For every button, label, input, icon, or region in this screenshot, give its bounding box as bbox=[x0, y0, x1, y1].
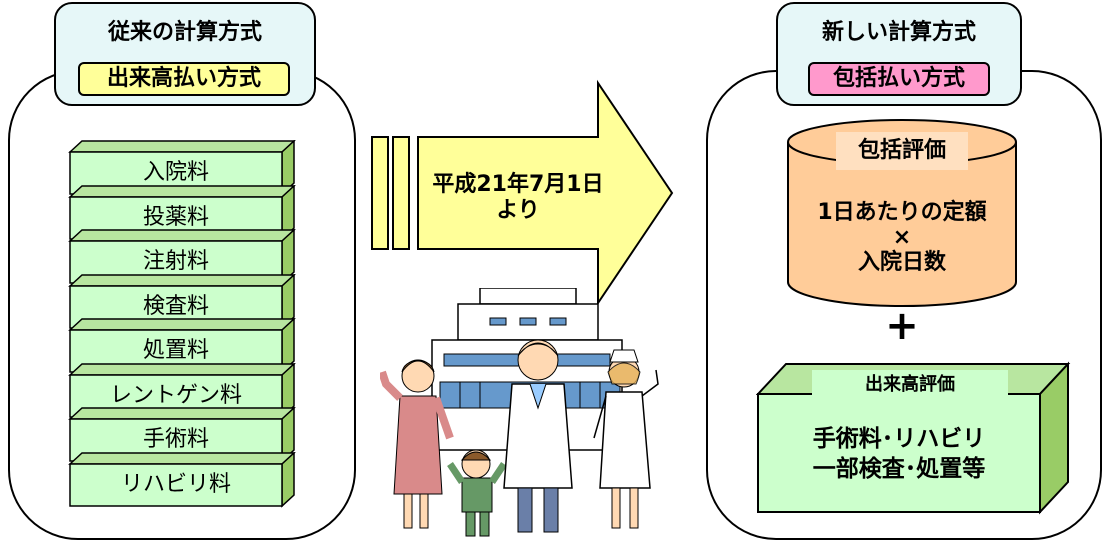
fee-item-label: 処置料 bbox=[142, 338, 209, 363]
cylinder-line2: 入院日数 bbox=[857, 250, 946, 275]
transition-arrow bbox=[371, 79, 674, 307]
right-method-chip: 包括払い方式 bbox=[808, 62, 990, 96]
right-header-tab: 新しい計算方式 包括払い方式 bbox=[776, 2, 1022, 106]
left-title: 従来の計算方式 bbox=[107, 20, 262, 45]
arrow-date-line2: より bbox=[496, 198, 540, 223]
plus-sign: + bbox=[885, 303, 919, 349]
arrow-body bbox=[417, 79, 674, 307]
box-line1: 手術料･リハビリ bbox=[812, 426, 986, 452]
doctor-figure-icon bbox=[503, 339, 573, 533]
box-content: 手術料･リハビリ 一部検査･処置等 bbox=[758, 424, 1040, 484]
box-line2: 一部検査･処置等 bbox=[812, 456, 986, 482]
fee-item-label: レントゲン料 bbox=[109, 382, 242, 408]
fee-items-stack: 入院料投薬料注射料検査料処置料レントゲン料手術料リハビリ料 bbox=[0, 0, 352, 540]
box-label-bg bbox=[812, 370, 1008, 398]
fee-item-label: 投薬料 bbox=[142, 204, 209, 230]
arrow-date: 平成21年7月1日 より bbox=[418, 172, 618, 224]
fee-item-label: リハビリ料 bbox=[120, 471, 231, 497]
hospital-staff-illustration bbox=[380, 288, 659, 537]
fee-item-label: 注射料 bbox=[142, 249, 209, 274]
cylinder-line1: 1日あたりの定額 bbox=[817, 200, 987, 225]
fee-item: リハビリ料 bbox=[0, 451, 352, 508]
cylinder-label-bg bbox=[836, 132, 968, 170]
left-header-tab: 従来の計算方式 出来高払い方式 bbox=[54, 2, 316, 106]
cylinder-content: 1日あたりの定額 × 入院日数 bbox=[782, 198, 1022, 278]
mother-figure-icon bbox=[380, 359, 454, 529]
arrow-bar-1 bbox=[371, 136, 389, 250]
child-figure-icon bbox=[447, 449, 507, 537]
nurse-figure-icon bbox=[593, 349, 659, 529]
arrow-bar-2 bbox=[392, 136, 410, 250]
box-label: 出来高評価 bbox=[865, 374, 955, 395]
left-method-chip: 出来高払い方式 bbox=[78, 62, 290, 96]
arrow-date-line1: 平成21年7月1日 bbox=[432, 172, 604, 197]
right-title: 新しい計算方式 bbox=[821, 20, 976, 45]
fee-item-label: 検査料 bbox=[142, 293, 209, 319]
fee-item-label: 手術料 bbox=[142, 427, 209, 452]
cylinder-label: 包括評価 bbox=[857, 138, 946, 163]
fee-item-label: 入院料 bbox=[142, 160, 209, 185]
times-sign: × bbox=[892, 225, 912, 250]
